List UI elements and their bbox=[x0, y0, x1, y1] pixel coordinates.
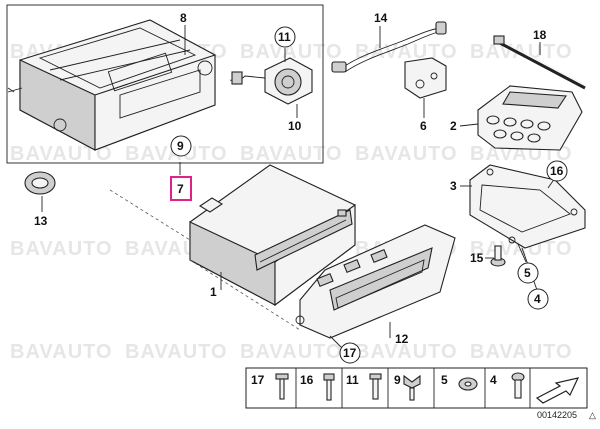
arrow-icon bbox=[535, 377, 580, 404]
callout-11: 11 bbox=[278, 30, 291, 44]
callout-circle bbox=[527, 288, 549, 310]
part-13-grommet bbox=[24, 171, 56, 195]
callout-13: 13 bbox=[34, 214, 48, 228]
callout-18: 18 bbox=[533, 28, 547, 42]
screw-icon bbox=[275, 373, 289, 400]
watermark-text: BAVAUTO bbox=[355, 341, 458, 363]
watermark-text: BAVAUTO bbox=[10, 238, 113, 260]
wing-nut-icon bbox=[403, 374, 421, 401]
callout-16: 16 bbox=[550, 164, 564, 178]
legend-label-17: 17 bbox=[251, 373, 265, 387]
callout-2: 2 bbox=[450, 119, 457, 133]
callout-14: 14 bbox=[374, 11, 388, 25]
part-14-cable bbox=[331, 21, 447, 73]
watermark-text: BAVAUTO bbox=[355, 143, 458, 165]
watermark-text: BAVAUTO bbox=[240, 143, 343, 165]
part-3-plate bbox=[469, 164, 586, 249]
watermark-text: BAVAUTO bbox=[125, 341, 228, 363]
part-6-bracket bbox=[404, 57, 447, 99]
part-1-unit bbox=[189, 164, 356, 307]
callout-circle bbox=[546, 160, 568, 182]
callout-5: 5 bbox=[524, 266, 531, 280]
callout-15: 15 bbox=[470, 251, 484, 265]
watermark-text: BAVAUTO bbox=[470, 341, 573, 363]
callout-7: 7 bbox=[177, 182, 184, 196]
callout-9: 9 bbox=[177, 139, 184, 153]
warning-icon: △ bbox=[589, 410, 596, 420]
part-12-trim bbox=[295, 224, 456, 339]
callout-1: 1 bbox=[210, 285, 217, 299]
washer-icon bbox=[458, 377, 478, 391]
watermark-text: BAVAUTO bbox=[470, 41, 573, 63]
callout-circle bbox=[517, 262, 539, 284]
legend-label-5: 5 bbox=[441, 373, 448, 387]
callout-circle bbox=[170, 135, 192, 157]
callout-4: 4 bbox=[534, 292, 541, 306]
screw-icon bbox=[323, 373, 335, 401]
highlight-box bbox=[170, 176, 192, 201]
callout-3: 3 bbox=[450, 179, 457, 193]
watermark-text: BAVAUTO bbox=[240, 41, 343, 63]
callouts: 8 11 10 14 18 6 2 9 7 3 16 13 15 5 4 1 1… bbox=[34, 11, 568, 364]
callout-10: 10 bbox=[288, 119, 302, 133]
legend-label-9: 9 bbox=[394, 373, 401, 387]
legend-label-16: 16 bbox=[300, 373, 314, 387]
legend-frame bbox=[245, 367, 588, 409]
watermark-text: BAVAUTO bbox=[240, 341, 343, 363]
watermark-text: BAVAUTO bbox=[10, 341, 113, 363]
callout-6: 6 bbox=[420, 119, 427, 133]
hardware-legend: 17 16 11 9 5 4 bbox=[245, 367, 588, 409]
part-11-module bbox=[229, 57, 313, 105]
legend-label-4: 4 bbox=[490, 373, 497, 387]
screw-icon bbox=[369, 373, 382, 400]
legend-label-11: 11 bbox=[346, 373, 359, 387]
dashed-guide bbox=[109, 189, 191, 241]
part-18-cable-tie bbox=[493, 35, 588, 90]
screw-icon bbox=[511, 372, 525, 399]
dashed-guide bbox=[189, 259, 301, 331]
callout-12: 12 bbox=[395, 332, 409, 346]
callout-circle bbox=[339, 342, 361, 364]
inset-frame bbox=[6, 4, 324, 164]
callout-circle bbox=[274, 26, 296, 48]
watermark-text: BAVAUTO bbox=[10, 143, 113, 165]
callout-17: 17 bbox=[343, 346, 357, 360]
part-8-mechanism bbox=[7, 19, 216, 151]
diagram-id: 00142205 bbox=[537, 410, 577, 420]
part-2-keypad bbox=[477, 85, 583, 151]
part-15-pin bbox=[490, 245, 506, 267]
callout-8: 8 bbox=[180, 11, 187, 25]
